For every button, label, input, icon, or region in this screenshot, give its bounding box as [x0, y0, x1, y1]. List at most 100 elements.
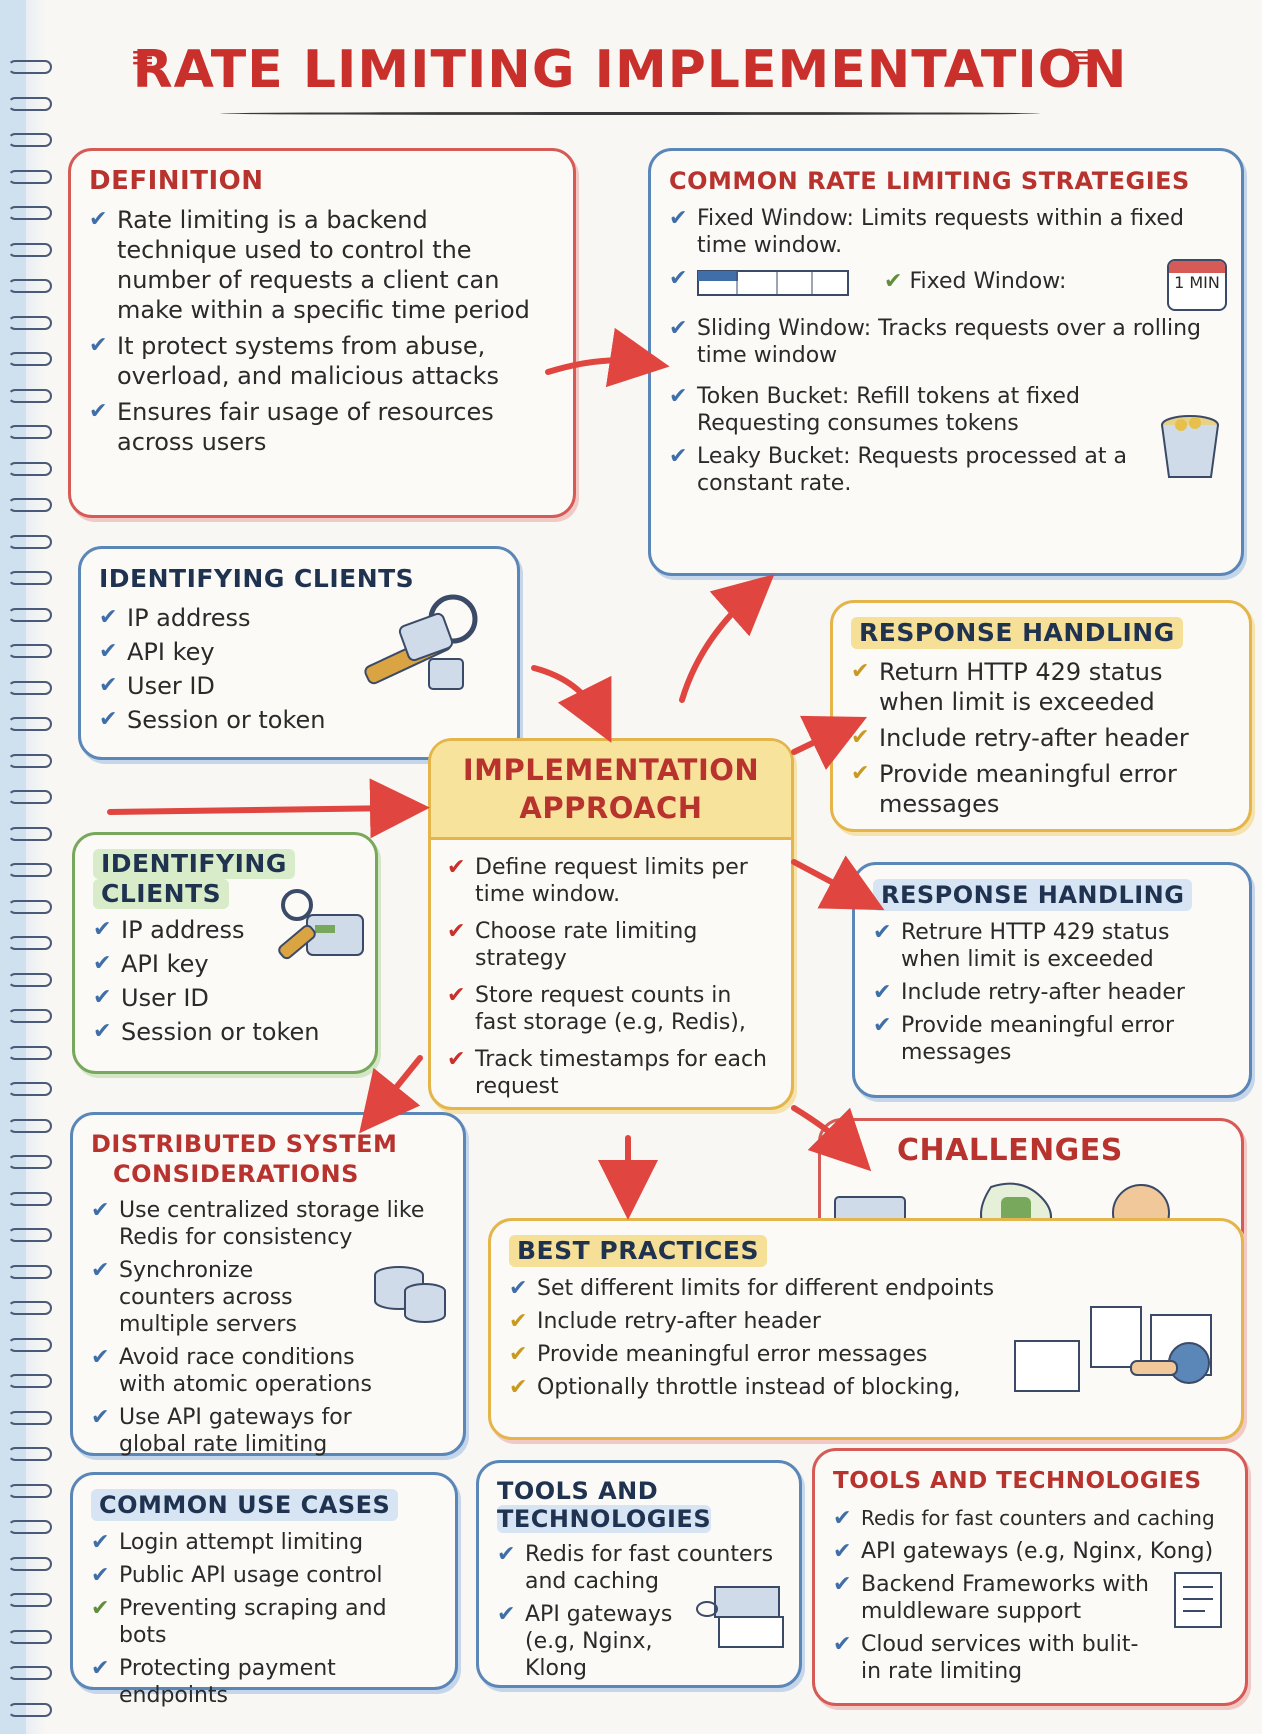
check-icon: ✔ [93, 917, 112, 942]
binding-ring [8, 1556, 52, 1571]
binding-ring [8, 96, 52, 111]
check-icon: ✔ [669, 384, 688, 409]
identifying-clients-card-1: IDENTIFYING CLIENTS ✔IP address ✔API key… [78, 546, 520, 760]
strategies-card: COMMON RATE LIMITING STRATEGIES ✔Fixed W… [648, 148, 1244, 576]
list-item: ✔Optionally throttle instead of blocking… [509, 1375, 961, 1400]
check-icon: ✔ [873, 980, 892, 1005]
binding-ring [8, 388, 52, 403]
list-item: ✔Set different limits for different endp… [509, 1276, 995, 1301]
check-icon: ✔ [447, 919, 466, 944]
binding-ring [8, 1629, 52, 1644]
binding-ring [8, 1337, 52, 1352]
binding-ring [8, 680, 52, 695]
check-icon: ✔ [91, 1596, 110, 1621]
notebook-binding [0, 0, 52, 1734]
binding-ring [8, 1191, 52, 1206]
binding-ring [8, 972, 52, 987]
check-icon: ✔ [93, 1019, 112, 1044]
list-item: ✔Backend Frameworks with muldleware supp… [833, 1572, 1149, 1624]
check-icon: ✔ [91, 1345, 110, 1370]
list-item: ✔Return HTTP 429 status when limit is ex… [851, 658, 1163, 716]
strategies-heading: COMMON RATE LIMITING STRATEGIES [669, 167, 1190, 195]
binding-ring [8, 1301, 52, 1315]
check-icon: ✔ [89, 333, 108, 358]
definition-card: DEFINITION ✔Rate limiting is a backend t… [68, 148, 576, 518]
list-item: ✔User ID [99, 672, 215, 700]
check-icon: ✔ [851, 761, 870, 786]
list-item: ✔Store request counts in fast storage (e… [447, 983, 746, 1035]
list-item: ✔Include retry-after header [873, 980, 1185, 1005]
binding-ring [8, 936, 52, 950]
calendar-label: 1 MIN [1174, 273, 1220, 292]
check-icon: ✔ [873, 1013, 892, 1038]
binding-ring [8, 863, 52, 877]
list-item: ✔Track timestamps for each request [447, 1047, 767, 1099]
response-heading-1: RESPONSE HANDLING [851, 617, 1231, 649]
binding-ring [8, 1520, 52, 1534]
binding-ring [8, 1374, 52, 1388]
check-icon: ✔ [447, 1047, 466, 1072]
binding-ring [8, 534, 52, 549]
binding-ring [8, 1118, 52, 1133]
use-cases-heading: COMMON USE CASES [91, 1489, 437, 1521]
check-icon: ✔ [91, 1198, 110, 1223]
list-item: ✔Public API usage control [91, 1563, 383, 1588]
list-item: ✔API gateways (e.g, Nginx, Klong [497, 1602, 673, 1681]
check-icon: ✔ [89, 207, 108, 232]
binding-ring [8, 1045, 52, 1060]
binding-ring [8, 1009, 52, 1023]
check-icon: ✔ [873, 920, 892, 945]
best-practices-heading: BEST PRACTICES [509, 1235, 1223, 1267]
binding-ring [8, 242, 52, 257]
distributed-heading: DISTRIBUTED SYSTEM CONSIDERATIONS [91, 1130, 398, 1188]
title-left-dashes: ≡ [130, 40, 156, 75]
binding-ring [8, 206, 52, 220]
distributed-card: DISTRIBUTED SYSTEM CONSIDERATIONS ✔Use c… [70, 1112, 466, 1457]
binding-ring [8, 425, 52, 439]
list-item: ✔IP address [93, 916, 245, 944]
documents-illustration [1014, 1306, 1212, 1392]
arrow-clients-to-implementation [531, 665, 612, 743]
implementation-header: IMPLEMENTATION APPROACH [431, 741, 791, 840]
check-icon: ✔ [99, 605, 118, 630]
binding-ring [8, 1082, 52, 1096]
check-icon: ✔ [669, 206, 688, 231]
list-item: ✔Token Bucket: Refill tokens at fixed Re… [669, 384, 1080, 436]
list-item: ✔Include retry-after header [851, 724, 1189, 752]
tools-card-2: TOOLS AND TECHNOLOGIES ✔Redis for fast c… [812, 1448, 1248, 1706]
time-window-grid-icon [697, 270, 849, 296]
list-item: ✔Provide meaningful error messages [509, 1342, 928, 1367]
list-item: ✔Leaky Bucket: Requests processed at a c… [669, 444, 1127, 496]
list-item: ✔Rate limiting is a backend technique us… [89, 206, 530, 324]
binding-ring [8, 826, 52, 841]
check-icon: ✔ [497, 1542, 516, 1567]
check-icon: ✔ [91, 1656, 110, 1681]
check-icon: ✔ [99, 707, 118, 732]
list-item: ✔Define request limits per time window. [447, 855, 748, 907]
list-item: ✔Sliding Window: Tracks requests over a … [669, 316, 1202, 368]
check-icon: ✔ [833, 1632, 852, 1657]
check-icon: ✔ [669, 266, 688, 291]
list-item: ✔Choose rate limiting strategy [447, 919, 698, 971]
list-item: ✔Provide meaningful error messages [851, 760, 1177, 818]
binding-ring [8, 133, 52, 147]
list-item: ✔API key [93, 950, 209, 978]
arrow-implementation-to-strategies [679, 574, 775, 703]
list-item: ✔Retrure HTTP 429 status when limit is e… [873, 920, 1170, 972]
binding-ring [8, 790, 52, 804]
list-item: ✔Avoid race conditions with atomic opera… [91, 1345, 372, 1397]
list-item: ✔Redis for fast counters and caching [497, 1542, 774, 1594]
title-area: RATE LIMITING IMPLEMENTATION [130, 30, 1130, 120]
binding-ring [8, 1447, 52, 1461]
list-item: ✔ ✔ Fixed Window: 1 MIN [669, 259, 1227, 311]
check-icon: ✔ [497, 1602, 516, 1627]
binding-ring [8, 498, 52, 512]
use-cases-card: COMMON USE CASES ✔Login attempt limiting… [70, 1472, 458, 1708]
check-icon: ✔ [669, 316, 688, 341]
check-icon: ✔ [91, 1258, 110, 1283]
binding-ring [8, 1155, 52, 1169]
check-icon: ✔ [851, 725, 870, 750]
binding-ring [8, 352, 52, 366]
binding-ring [8, 1593, 52, 1607]
list-item: ✔IP address [99, 604, 251, 632]
